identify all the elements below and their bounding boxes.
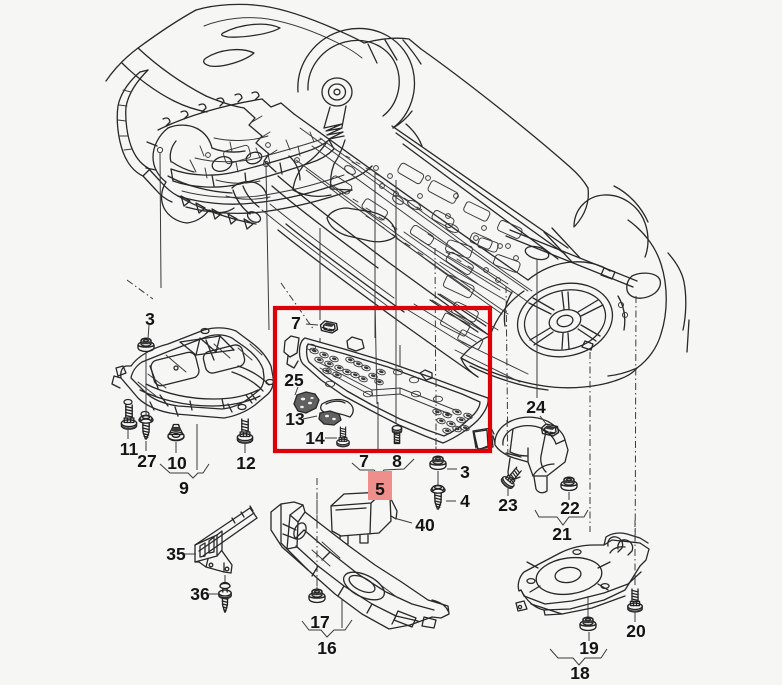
svg-text:35: 35 (166, 544, 186, 564)
svg-text:40: 40 (415, 515, 435, 535)
svg-text:22: 22 (560, 498, 580, 518)
svg-text:11: 11 (120, 439, 139, 459)
svg-text:9: 9 (179, 478, 189, 498)
svg-text:3: 3 (460, 462, 470, 482)
svg-text:14: 14 (305, 428, 325, 448)
svg-text:25: 25 (284, 370, 304, 390)
svg-text:13: 13 (285, 409, 305, 429)
svg-text:8: 8 (392, 451, 402, 471)
svg-text:7: 7 (359, 451, 369, 471)
svg-text:27: 27 (137, 451, 156, 471)
svg-text:20: 20 (626, 621, 646, 641)
svg-text:7: 7 (291, 313, 301, 333)
svg-text:16: 16 (317, 638, 337, 658)
svg-text:18: 18 (570, 663, 590, 683)
svg-text:3: 3 (145, 309, 155, 329)
svg-text:4: 4 (460, 491, 470, 511)
svg-text:36: 36 (190, 584, 210, 604)
svg-text:10: 10 (167, 453, 187, 473)
svg-text:12: 12 (236, 453, 256, 473)
svg-text:23: 23 (498, 495, 518, 515)
svg-text:24: 24 (526, 397, 546, 417)
svg-text:21: 21 (552, 524, 572, 544)
svg-text:17: 17 (310, 612, 329, 632)
svg-text:5: 5 (375, 479, 385, 499)
svg-text:19: 19 (579, 638, 599, 658)
